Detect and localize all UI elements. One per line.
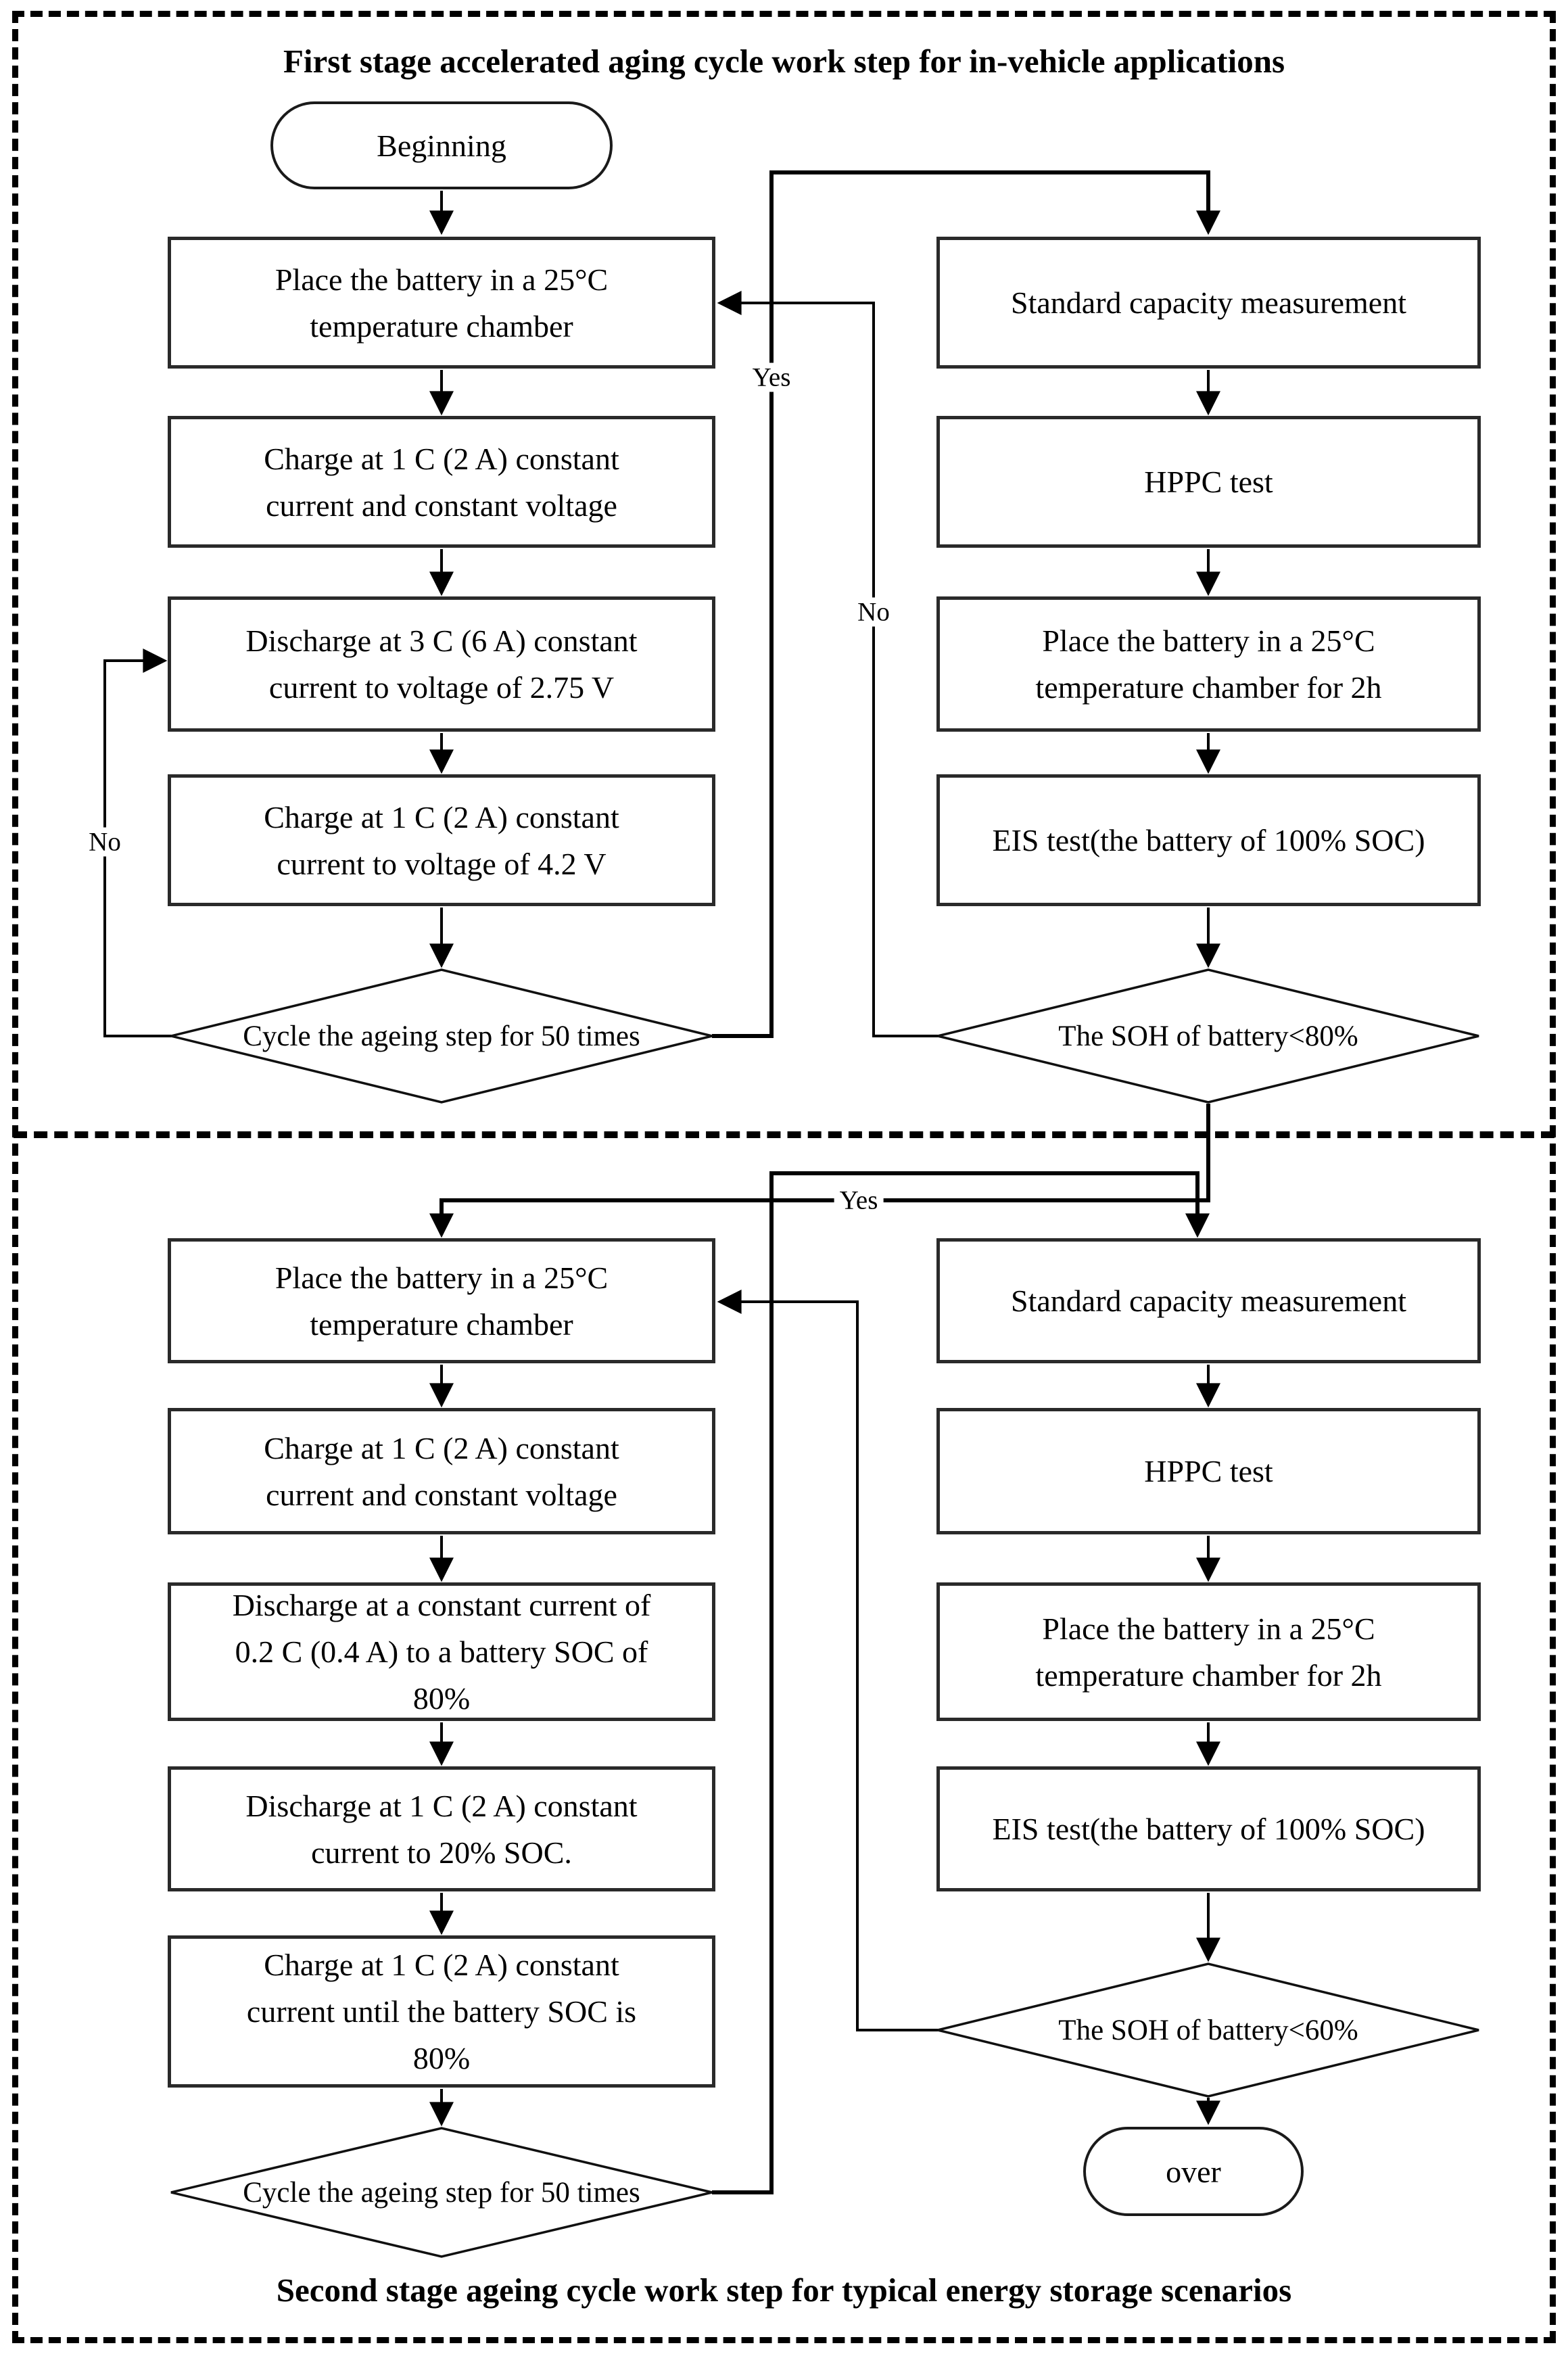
s1-step-chamber-2h: Place the battery in a 25°C temperature … — [936, 596, 1481, 732]
soh60-decision-label-area: The SOH of battery<60% — [938, 1964, 1479, 2096]
cycle1-decision-diamond — [170, 968, 713, 1104]
step-label: Discharge at 3 C (6 A) constant current … — [245, 623, 638, 705]
step-label: Charge at 1 C (2 A) constant current and… — [264, 441, 619, 523]
s1-step-charge-cccv: Charge at 1 C (2 A) constant current and… — [168, 416, 715, 548]
stage2-title: Second stage ageing cycle work step for … — [276, 2271, 1292, 2309]
s1-step-place-chamber: Place the battery in a 25°C temperature … — [168, 237, 715, 369]
step-label: Place the battery in a 25°C temperature … — [275, 262, 609, 344]
cycle1-decision-label-area: Cycle the ageing step for 50 times — [171, 970, 712, 1102]
s2-step-hppc-test: HPPC test — [936, 1408, 1481, 1534]
s1-step-discharge-3c: Discharge at 3 C (6 A) constant current … — [168, 596, 715, 732]
decision-label: Cycle the ageing step for 50 times — [243, 2176, 640, 2209]
edge-soh80-yes-to-stage2 — [429, 1104, 1210, 1238]
soh80-decision-label-area: The SOH of battery<80% — [938, 970, 1479, 1102]
s2-step-charge-cccv: Charge at 1 C (2 A) constant current and… — [168, 1408, 715, 1534]
soh80-yes-edge-label: Yes — [834, 1185, 884, 1215]
s2-step-place-chamber: Place the battery in a 25°C temperature … — [168, 1238, 715, 1363]
edge-cycle2-to-capacity — [712, 1171, 1210, 2194]
step-label: Place the battery in a 25°C temperature … — [275, 1260, 609, 1342]
step-label: Place the battery in a 25°C temperature … — [1035, 623, 1382, 705]
s1-step-capacity-measurement: Standard capacity measurement — [936, 237, 1481, 369]
edge-cycle1-yes-to-capacity — [712, 170, 1220, 1038]
step-label: EIS test(the battery of 100% SOC) — [992, 1812, 1425, 1846]
s1-step-eis-test: EIS test(the battery of 100% SOC) — [936, 774, 1481, 906]
decision-label: The SOH of battery<60% — [1058, 2014, 1358, 2046]
step-label: Discharge at a constant current of 0.2 C… — [232, 1588, 651, 1716]
step-label: Discharge at 1 C (2 A) constant current … — [245, 1788, 638, 1870]
cycle2-decision-diamond — [170, 2127, 713, 2258]
s2-step-charge-to-80: Charge at 1 C (2 A) constant current unt… — [168, 1935, 715, 2088]
s1-step-charge-42v: Charge at 1 C (2 A) constant current to … — [168, 774, 715, 906]
start-label: Beginning — [377, 128, 506, 163]
decision-label: The SOH of battery<80% — [1058, 1020, 1358, 1052]
step-label: Charge at 1 C (2 A) constant current and… — [264, 1430, 619, 1512]
soh80-no-edge-label: No — [852, 597, 895, 627]
stage-divider-dashed-line — [14, 1131, 1554, 1138]
step-label: Standard capacity measurement — [1011, 1284, 1406, 1318]
cycle1-no-edge-label: No — [83, 827, 126, 857]
s2-step-discharge-02c: Discharge at a constant current of 0.2 C… — [168, 1582, 715, 1721]
edge-soh80-no-loop — [717, 291, 938, 1037]
s2-step-capacity-measurement: Standard capacity measurement — [936, 1238, 1481, 1363]
step-label: Standard capacity measurement — [1011, 285, 1406, 320]
end-terminal: over — [1083, 2127, 1304, 2216]
stage1-title: First stage accelerated aging cycle work… — [283, 43, 1285, 80]
start-terminal: Beginning — [270, 101, 613, 189]
decision-label: Cycle the ageing step for 50 times — [243, 1020, 640, 1052]
step-label: Charge at 1 C (2 A) constant current unt… — [246, 1948, 637, 2075]
step-label: Charge at 1 C (2 A) constant current to … — [264, 799, 619, 881]
edge-soh60-no-loop — [717, 1290, 938, 2031]
step-label: HPPC test — [1144, 465, 1273, 499]
soh80-decision-diamond — [937, 968, 1479, 1104]
soh60-decision-diamond — [937, 1962, 1479, 2098]
s2-step-discharge-1c: Discharge at 1 C (2 A) constant current … — [168, 1766, 715, 1891]
s2-step-eis-test: EIS test(the battery of 100% SOC) — [936, 1766, 1481, 1891]
cycle1-yes-edge-label: Yes — [746, 362, 797, 392]
step-label: HPPC test — [1144, 1454, 1273, 1488]
s2-step-chamber-2h: Place the battery in a 25°C temperature … — [936, 1582, 1481, 1721]
cycle2-decision-label-area: Cycle the ageing step for 50 times — [171, 2128, 712, 2257]
step-label: Place the battery in a 25°C temperature … — [1035, 1611, 1382, 1693]
s1-step-hppc-test: HPPC test — [936, 416, 1481, 548]
end-label: over — [1166, 2154, 1221, 2189]
step-label: EIS test(the battery of 100% SOC) — [992, 823, 1425, 857]
